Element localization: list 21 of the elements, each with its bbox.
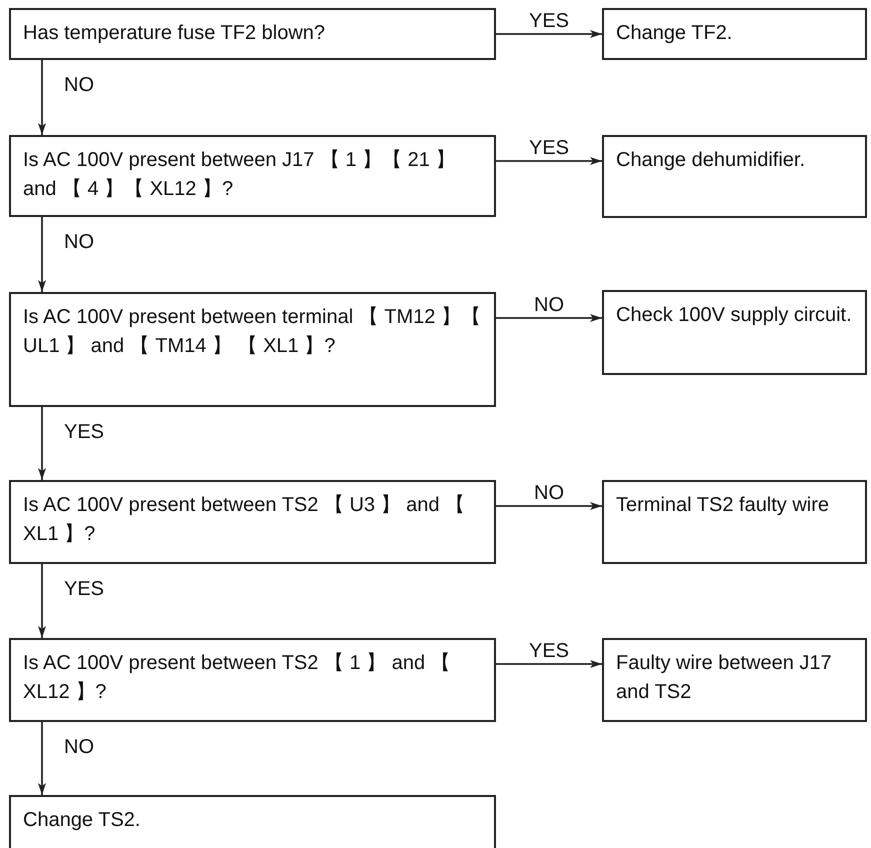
action-box: Faulty wire between J17 and TS2 [602, 638, 867, 722]
arrow [38, 407, 46, 480]
arrow [38, 722, 46, 795]
arrow [496, 502, 602, 510]
question-box: Is AC 100V present between TS2 【 1 】 and 【 XL12 】? [9, 638, 496, 722]
action-box: Change dehumidifier. [602, 135, 867, 218]
action-box: Change TS2. [9, 795, 496, 848]
arrow [38, 564, 46, 638]
arrow [496, 314, 602, 322]
question-box: Is AC 100V present between terminal 【 TM12 】【 UL1 】 and 【 TM14 】 【 XL1 】? [9, 292, 496, 407]
arrow [38, 217, 46, 292]
action-box: Change TF2. [602, 8, 867, 60]
question-box: Has temperature fuse TF2 blown? [9, 8, 496, 60]
arrow [496, 660, 602, 668]
arrow [496, 30, 602, 38]
question-box: Is AC 100V present between J17 【 1 】【 21 】 and 【 4 】【 XL12 】? [9, 135, 496, 217]
action-box: Check 100V supply circuit. [602, 290, 867, 375]
arrow [496, 157, 602, 165]
action-box: Terminal TS2 faulty wire [602, 480, 867, 564]
question-box: Is AC 100V present between TS2 【 U3 】 and 【 XL1 】? [9, 480, 496, 564]
arrow [38, 60, 46, 135]
